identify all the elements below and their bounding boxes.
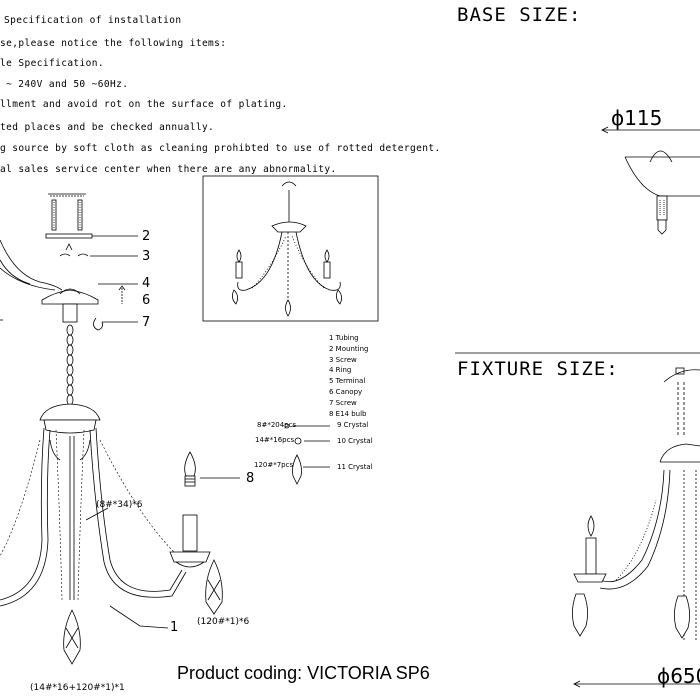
legend-item: 7 Screw (329, 398, 357, 407)
legend-item: 5 Terminal (329, 377, 366, 386)
legend-item: 1 Tubing (329, 334, 359, 342)
e14-bulb-drawing (184, 451, 240, 487)
crystal-11-quantity: 120#*7pcs (254, 461, 294, 469)
legend-item: 4 Ring (329, 366, 352, 375)
fixture-size-heading: FIXTURE SIZE: (457, 358, 619, 380)
mounting-screws-drawing (48, 193, 86, 231)
callout-6: 6 (142, 293, 151, 308)
instruction-line-3: le Specification. (0, 58, 105, 69)
preview-chandelier (232, 181, 342, 317)
crystal-11-name: 11 Crystal (337, 463, 373, 471)
legend-item: 2 Mounting (329, 344, 369, 353)
canopy-drawing (0, 283, 138, 331)
base-size-drawing (601, 126, 700, 235)
legend-item: 8 E14 bulb (329, 409, 367, 418)
product-coding: Product coding: VICTORIA SP6 (177, 663, 430, 683)
parts-legend: 1 Tubing 2 Mounting 3 Screw 4 Ring 5 Ter… (329, 333, 368, 419)
base-diameter-label: ϕ115 (611, 106, 663, 130)
callout-1: 1 (170, 620, 179, 635)
callout-4: 4 (142, 276, 151, 291)
crystal-10-quantity: 14#*16pcs (255, 436, 295, 444)
callout-3: 3 (142, 249, 151, 264)
preview-frame (202, 175, 379, 322)
pendant-crystal-bottom (63, 609, 81, 665)
instruction-line-1: Specification of installation (4, 15, 182, 26)
instruction-line-5: llment and avoid rot on the surface of p… (0, 99, 288, 110)
crystal-9-quantity: 8#*204pcs (257, 421, 297, 429)
instruction-line-6: ted places and be checked annually. (0, 122, 215, 133)
callout-2: 2 (142, 229, 151, 244)
base-size-heading: BASE SIZE: (457, 4, 582, 26)
candle-cup-drawing (169, 514, 211, 568)
callout-8: 8 (246, 471, 255, 486)
legend-item: 6 Canopy (329, 387, 363, 396)
crystal-9-name: 9 Crystal (337, 421, 369, 429)
fixture-size-drawing (572, 367, 700, 688)
pendant-crystal-right (205, 559, 223, 615)
instruction-line-8: al sales service center when there are a… (0, 164, 337, 175)
instruction-line-2: se,please notice the following items: (0, 38, 227, 49)
pendant-quantity-label: (120#*1)*6 (197, 617, 250, 627)
legend-item: 3 Screw (329, 355, 357, 364)
bottom-pendant-quantity-label: (14#*16+120#*1)*1 (30, 683, 125, 693)
crystal-10-name: 10 Crystal (337, 437, 373, 445)
instruction-line-4: ~ 240V and 50 ~60Hz. (6, 79, 129, 90)
callout-7: 7 (142, 315, 151, 330)
hub-drawing (39, 403, 101, 461)
chain-drawing (66, 324, 74, 406)
mounting-bracket-drawing (45, 233, 138, 257)
instruction-line-7: g source by soft cloth as cleaning prohi… (0, 143, 441, 154)
chain-quantity-label: (8#*34)*6 (96, 500, 143, 510)
bead-strands (0, 429, 181, 601)
